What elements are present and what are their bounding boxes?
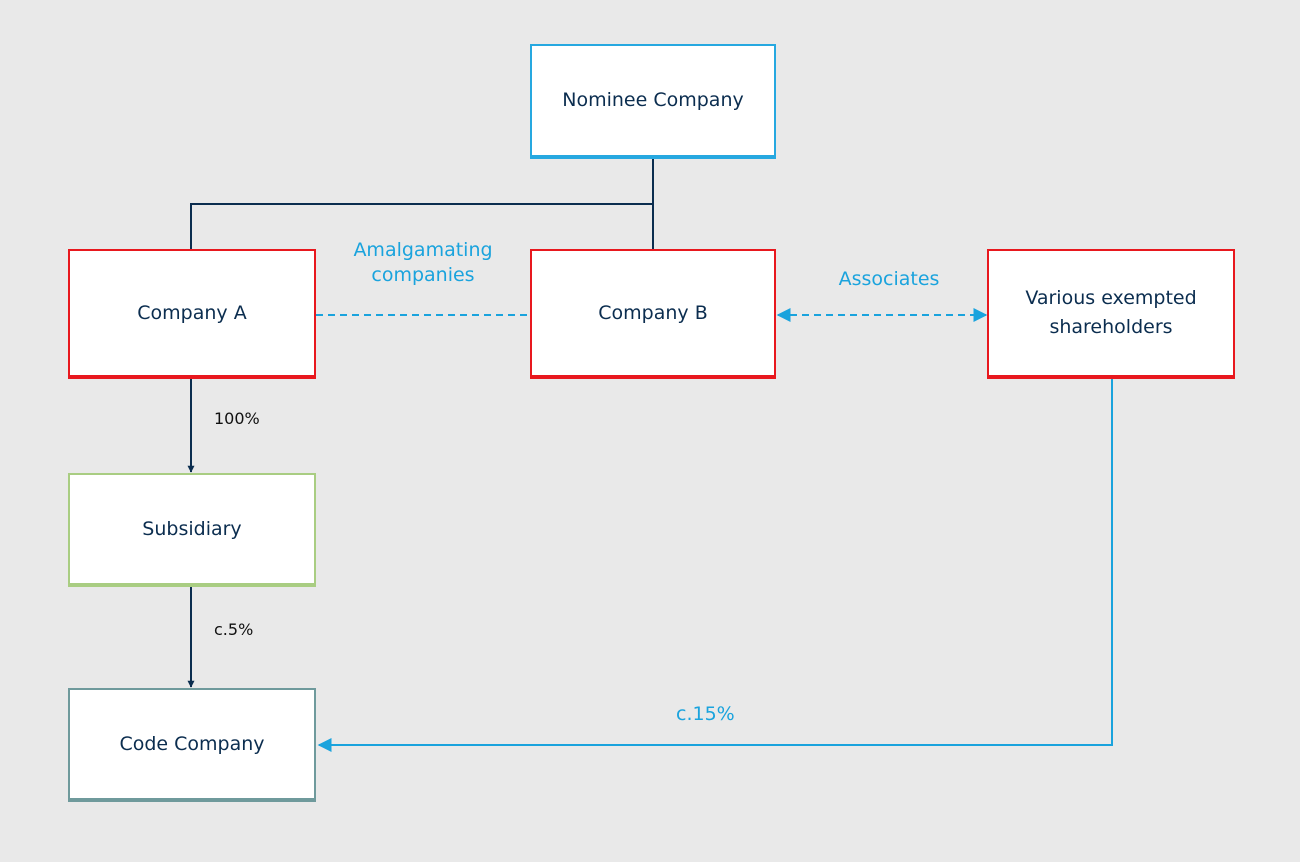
exempted-label-line2: shareholders (1049, 316, 1173, 338)
amalgamating-line1: Amalgamating (353, 239, 493, 261)
exempted-label-line1: Various exempted (1025, 287, 1197, 309)
subsidiary-label: Subsidiary (142, 517, 242, 540)
subsidiary-box: Subsidiary (68, 473, 316, 587)
percent-5-label: c.5% (214, 620, 254, 639)
exempted-to-code-company-arrow (317, 378, 1113, 752)
nominee-ownership-connector (190, 157, 654, 250)
amalgamating-line2: companies (371, 264, 475, 286)
code-company-box: Code Company (68, 688, 316, 802)
associates-label: Associates (838, 268, 940, 290)
nominee-company-label: Nominee Company (562, 89, 744, 111)
company-a-box: Company A (68, 249, 316, 379)
company-a-label: Company A (137, 301, 247, 324)
percent-15-label: c.15% (676, 703, 735, 725)
code-company-label: Code Company (119, 732, 265, 755)
company-b-box: Company B (530, 249, 776, 379)
amalgamating-companies-label: Amalgamating companies (323, 238, 523, 288)
various-exempted-shareholders-box: Various exempted shareholders (987, 249, 1235, 379)
percent-100-label: 100% (214, 409, 260, 428)
company-b-label: Company B (598, 301, 708, 324)
nominee-company-box: Nominee Company (530, 44, 776, 159)
